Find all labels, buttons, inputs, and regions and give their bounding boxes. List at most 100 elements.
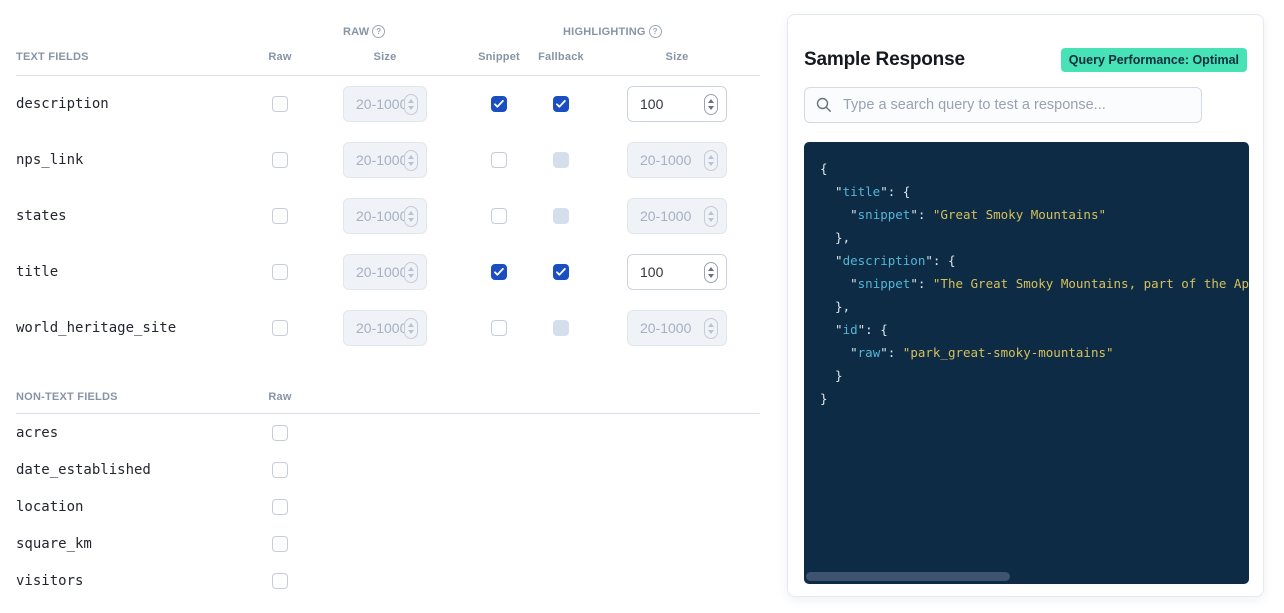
code-line: "description": { <box>820 253 956 268</box>
field-name: description <box>16 96 109 112</box>
field-row: acres <box>0 414 760 451</box>
field-row: square_km <box>0 525 760 562</box>
code-line: } <box>820 391 828 406</box>
raw-checkbox[interactable] <box>272 424 288 441</box>
column-header-snippet: Snippet <box>478 51 520 63</box>
stepper-icon[interactable] <box>704 261 718 283</box>
field-config-panel: RAW HIGHLIGHTING TEXT FIELDS Raw Size Sn… <box>0 0 760 613</box>
snippet-checkbox[interactable] <box>491 152 507 168</box>
card-header: Sample Response Query Performance: Optim… <box>804 45 1247 75</box>
raw-checkbox[interactable] <box>272 320 288 336</box>
input-value: 20-1000 <box>640 320 692 336</box>
stepper-icon[interactable] <box>704 205 718 227</box>
field-row: description 20-1000 100 <box>0 76 760 132</box>
field-name: states <box>16 208 67 224</box>
highlight-size-input[interactable]: 20-1000 <box>627 142 727 178</box>
highlight-size-input[interactable]: 100 <box>627 86 727 122</box>
field-row: states 20-1000 20-1000 <box>0 188 760 244</box>
field-name: date_established <box>16 461 151 478</box>
horizontal-scrollbar-thumb[interactable] <box>806 572 1010 581</box>
raw-checkbox[interactable] <box>272 572 288 589</box>
code-line: "id": { <box>820 322 888 337</box>
stepper-icon[interactable] <box>404 205 418 227</box>
field-name: visitors <box>16 572 84 589</box>
field-name: world_heritage_site <box>16 320 177 336</box>
field-name: square_km <box>16 535 92 552</box>
input-value: 20-1000 <box>356 152 404 168</box>
raw-checkbox[interactable] <box>272 96 288 112</box>
code-line: { <box>820 161 828 176</box>
code-line: }, <box>820 299 851 314</box>
snippet-checkbox[interactable] <box>491 320 507 336</box>
code-line: "raw": "park_great-smoky-mountains" <box>820 345 1114 360</box>
raw-checkbox[interactable] <box>272 498 288 515</box>
fallback-checkbox[interactable] <box>553 208 569 224</box>
raw-checkbox[interactable] <box>272 208 288 224</box>
search-box <box>804 87 1202 123</box>
stepper-icon[interactable] <box>404 261 418 283</box>
raw-group-header: RAW <box>343 25 386 38</box>
field-row: world_heritage_site 20-1000 20-1000 <box>0 300 760 356</box>
raw-checkbox[interactable] <box>272 535 288 552</box>
field-name: location <box>16 498 84 515</box>
raw-group-label: RAW <box>343 25 370 38</box>
column-header-non-text-raw: Raw <box>268 391 292 403</box>
stepper-icon[interactable] <box>404 93 418 115</box>
raw-checkbox[interactable] <box>272 264 288 280</box>
sample-response-card: Sample Response Query Performance: Optim… <box>787 14 1264 597</box>
fallback-checkbox[interactable] <box>553 152 569 168</box>
raw-checkbox[interactable] <box>272 152 288 168</box>
input-value: 20-1000 <box>356 264 404 280</box>
stepper-icon[interactable] <box>704 317 718 339</box>
highlight-size-input[interactable]: 20-1000 <box>627 310 727 346</box>
field-name: nps_link <box>16 152 84 168</box>
fallback-checkbox[interactable] <box>553 264 569 280</box>
input-value: 20-1000 <box>356 96 404 112</box>
fallback-checkbox[interactable] <box>553 320 569 336</box>
stepper-icon[interactable] <box>404 149 418 171</box>
stepper-icon[interactable] <box>404 317 418 339</box>
stepper-icon[interactable] <box>704 93 718 115</box>
non-text-fields-section-label: NON-TEXT FIELDS <box>16 391 118 403</box>
highlighting-help-icon[interactable] <box>648 25 662 38</box>
column-header-highlight-size: Size <box>665 51 689 63</box>
raw-size-input[interactable]: 20-1000 <box>343 142 427 178</box>
snippet-checkbox[interactable] <box>491 208 507 224</box>
fallback-checkbox[interactable] <box>553 96 569 112</box>
field-row: date_established <box>0 451 760 488</box>
raw-size-input[interactable]: 20-1000 <box>343 86 427 122</box>
raw-size-input[interactable]: 20-1000 <box>343 198 427 234</box>
snippet-checkbox[interactable] <box>491 264 507 280</box>
text-fields-divider <box>16 75 760 76</box>
text-fields-section-label: TEXT FIELDS <box>16 51 89 63</box>
input-value: 20-1000 <box>356 208 404 224</box>
input-value: 20-1000 <box>640 208 692 224</box>
highlighting-group-header: HIGHLIGHTING <box>563 25 662 38</box>
card-title: Sample Response <box>804 49 965 70</box>
highlight-size-input[interactable]: 20-1000 <box>627 198 727 234</box>
code-line: "snippet": "The Great Smoky Mountains, p… <box>820 276 1249 291</box>
search-query-input[interactable] <box>804 87 1202 123</box>
non-text-fields-divider <box>16 413 760 414</box>
query-performance-badge: Query Performance: Optimal <box>1060 48 1247 72</box>
field-row: location <box>0 488 760 525</box>
highlighting-group-label: HIGHLIGHTING <box>563 25 646 38</box>
stepper-icon[interactable] <box>704 149 718 171</box>
text-field-rows: description 20-1000 100 nps_link 20-1000 20-1… <box>0 76 760 356</box>
field-name: acres <box>16 424 59 441</box>
raw-checkbox[interactable] <box>272 461 288 478</box>
field-name: title <box>16 264 59 280</box>
response-code-block: { "title": { "snippet": "Great Smoky Mou… <box>804 142 1249 584</box>
column-header-raw: Raw <box>268 51 292 63</box>
snippet-checkbox[interactable] <box>491 96 507 112</box>
raw-size-input[interactable]: 20-1000 <box>343 254 427 290</box>
column-header-fallback: Fallback <box>538 51 584 63</box>
highlight-size-input[interactable]: 100 <box>627 254 727 290</box>
code-lines: { "title": { "snippet": "Great Smoky Mou… <box>820 157 1249 410</box>
code-line: } <box>820 368 843 383</box>
field-row: nps_link 20-1000 20-1000 <box>0 132 760 188</box>
input-value: 20-1000 <box>356 320 404 336</box>
raw-help-icon[interactable] <box>372 25 386 38</box>
raw-size-input[interactable]: 20-1000 <box>343 310 427 346</box>
